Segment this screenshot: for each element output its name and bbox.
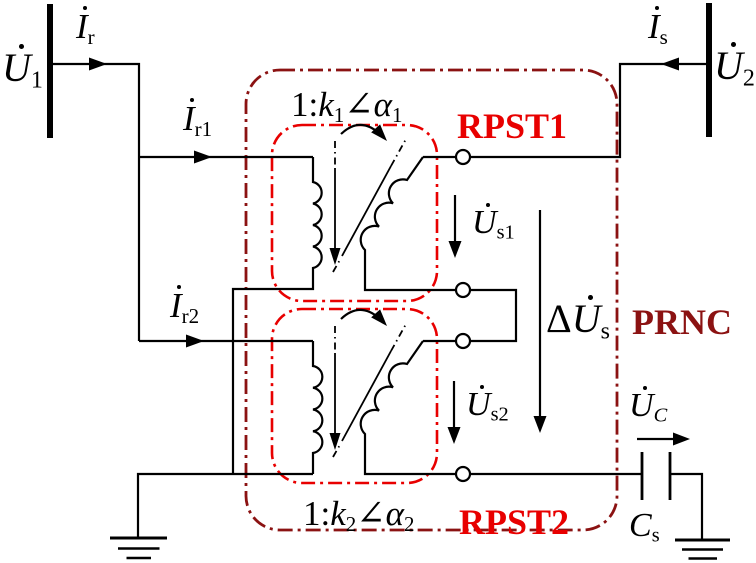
terminal-4 — [454, 465, 472, 483]
arrow-ir1 — [194, 150, 212, 164]
rpst1-diagonal-axis-dash-top — [390, 138, 407, 167]
is-label: Is — [648, 5, 668, 49]
ir1-label: Ir1 — [183, 97, 213, 141]
arrow-ir2 — [186, 334, 204, 348]
rpst2-diagonal-axis-dash-top — [390, 323, 407, 352]
ir2-label: Ir2 — [170, 284, 200, 328]
wire-bottom-return — [136, 472, 313, 538]
rpst2-core-arrowhead — [329, 433, 341, 450]
rpst1-box — [270, 123, 439, 303]
u1-label: U1 — [2, 44, 43, 94]
terminal-1 — [454, 148, 472, 166]
rpst1-core-arrowhead — [329, 248, 341, 265]
rpst2-diagonal-axis — [341, 350, 392, 442]
us1-arrowhead — [448, 241, 462, 258]
rpst1-diagonal-axis-dash-bottom — [332, 257, 342, 273]
rpst2-secondary-winding — [359, 340, 456, 476]
ir-label: Ir — [76, 5, 95, 49]
delta-us-arrowhead — [533, 416, 547, 433]
ratio2-label: 1:k2∠α2 — [303, 494, 415, 536]
cs-label: Cs — [629, 507, 660, 547]
arrow-ir — [89, 57, 107, 71]
rpst1-primary-winding — [231, 157, 323, 474]
terminal-2 — [454, 281, 472, 299]
delta-us-label: ΔUs — [546, 295, 610, 345]
rpst2-primary-winding — [311, 341, 324, 474]
u2-label: U2 — [714, 42, 755, 92]
wire-ir-feeder — [52, 62, 141, 341]
terminal-3 — [454, 332, 472, 350]
uc-label: UC — [629, 385, 668, 427]
series-bracket-wire — [470, 288, 518, 343]
arrow-is — [661, 57, 679, 71]
rpst2-diagonal-axis-dash-bottom — [332, 442, 342, 458]
prnc-label: PRNC — [632, 302, 732, 342]
ratio1-label: 1:k1∠α1 — [291, 85, 403, 127]
us2-label: Us2 — [466, 384, 509, 426]
uc-arrowhead — [673, 432, 690, 446]
rpst2-label: RPST2 — [459, 502, 570, 542]
wire-capacitor-to-ground — [670, 472, 704, 540]
rpst1-diagonal-axis — [341, 165, 392, 257]
rpst1-secondary-winding — [359, 156, 456, 292]
rpst1-rotation-arrowhead — [371, 124, 387, 141]
us1-label: Us1 — [472, 202, 515, 244]
rpst2-box — [270, 307, 439, 485]
rpst1-label: RPST1 — [457, 106, 568, 146]
us2-arrowhead — [447, 427, 461, 444]
prnc-box — [244, 68, 619, 532]
rpst2-rotation-arrowhead — [371, 309, 387, 326]
